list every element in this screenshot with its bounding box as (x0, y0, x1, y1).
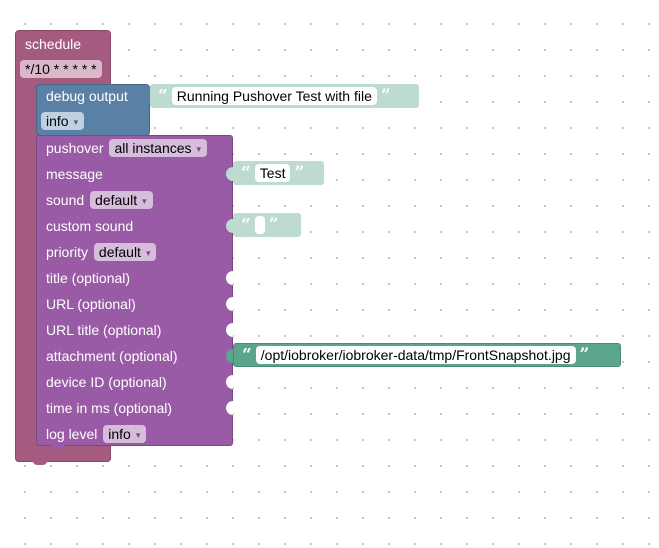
debug-text-block[interactable]: “ Running Pushover Test with file ” (150, 84, 419, 108)
schedule-block-footer[interactable] (15, 446, 111, 462)
url-title-label: URL title (optional) (46, 322, 162, 338)
priority-value: default (98, 244, 141, 260)
schedule-cron-value[interactable]: */10 * * * * * (20, 60, 102, 78)
url-title-input-socket[interactable] (226, 323, 233, 337)
close-quote-icon: ” (579, 345, 590, 365)
schedule-next-connector (33, 459, 47, 465)
schedule-label: schedule (25, 36, 82, 52)
sound-title: sound (46, 192, 85, 208)
pushover-instance-value: all instances (114, 140, 192, 156)
dropdown-arrow-icon: ▾ (73, 117, 79, 127)
log-level-label: log level info ▾ (46, 425, 147, 443)
custom-sound-text-connector (226, 219, 233, 233)
debug-level-value: info (46, 113, 69, 129)
open-quote-icon: “ (241, 163, 251, 183)
title-label: title (optional) (46, 270, 131, 286)
message-label: message (46, 166, 103, 182)
url-input-socket[interactable] (226, 297, 233, 311)
dropdown-arrow-icon: ▾ (196, 144, 202, 154)
message-text-block[interactable]: “ Test ” (233, 161, 324, 185)
attachment-label: attachment (optional) (46, 348, 178, 364)
pushover-next-connector (51, 444, 65, 449)
pushover-block[interactable] (36, 135, 233, 446)
pushover-label: pushover all instances ▾ (46, 139, 208, 157)
sound-label: sound default ▾ (46, 191, 153, 209)
device-id-label: device ID (optional) (46, 374, 167, 390)
debug-input-socket (143, 89, 150, 103)
message-text-field[interactable]: Test (254, 164, 291, 182)
sound-dropdown[interactable]: default ▾ (90, 191, 153, 209)
close-quote-icon: ” (268, 215, 279, 235)
time-ms-input-socket[interactable] (226, 401, 233, 415)
url-label: URL (optional) (46, 296, 136, 312)
debug-output-label: debug output (46, 88, 128, 104)
device-id-input-socket[interactable] (226, 375, 233, 389)
close-quote-icon: ” (380, 86, 391, 106)
attachment-text-connector (226, 349, 233, 363)
attachment-text-block[interactable]: “ /opt/iobroker/iobroker-data/tmp/FrontS… (233, 343, 621, 367)
custom-sound-label: custom sound (46, 218, 134, 234)
pushover-instance-dropdown[interactable]: all instances ▾ (109, 139, 208, 157)
attachment-text-field[interactable]: /opt/iobroker/iobroker-data/tmp/FrontSna… (255, 346, 576, 364)
custom-sound-text-field[interactable] (254, 216, 265, 234)
open-quote-icon: “ (242, 345, 252, 365)
sound-value: default (95, 192, 138, 208)
open-quote-icon: “ (158, 86, 168, 106)
pushover-title: pushover (46, 140, 104, 156)
debug-level-field: info ▾ (41, 112, 85, 130)
debug-level-dropdown[interactable]: info ▾ (41, 112, 85, 130)
log-level-title: log level (46, 426, 98, 442)
close-quote-icon: ” (294, 163, 305, 183)
dropdown-arrow-icon: ▾ (135, 430, 141, 440)
priority-dropdown[interactable]: default ▾ (93, 243, 157, 261)
schedule-cron-field[interactable]: */10 * * * * * (20, 60, 102, 78)
title-input-socket[interactable] (226, 271, 233, 285)
priority-title: priority (46, 244, 89, 260)
log-level-value: info (108, 426, 131, 442)
priority-label: priority default ▾ (46, 243, 157, 261)
message-text-connector (226, 167, 233, 181)
dropdown-arrow-icon: ▾ (142, 196, 147, 206)
dropdown-arrow-icon: ▾ (145, 248, 151, 258)
log-level-dropdown[interactable]: info ▾ (103, 425, 147, 443)
time-ms-label: time in ms (optional) (46, 400, 173, 416)
open-quote-icon: “ (241, 215, 251, 235)
debug-text-field[interactable]: Running Pushover Test with file (171, 87, 377, 105)
custom-sound-text-block[interactable]: “ ” (233, 213, 301, 237)
